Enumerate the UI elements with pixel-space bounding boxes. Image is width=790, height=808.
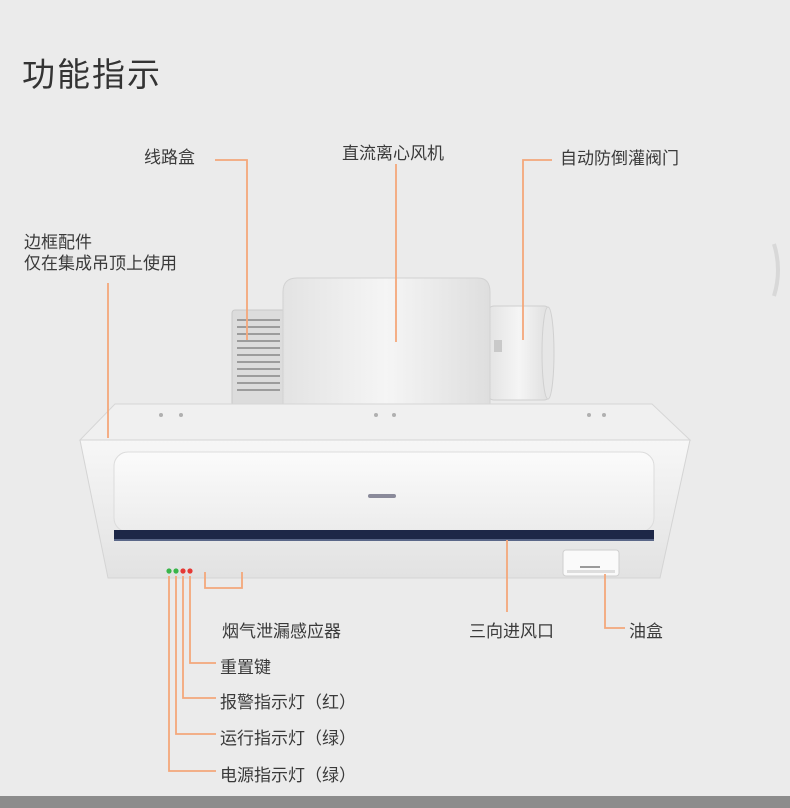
alarm-light-label: 报警指示灯（红） <box>220 693 356 713</box>
dc-fan-label: 直流离心风机 <box>342 144 444 164</box>
oil-box-part <box>562 549 620 577</box>
frame-accessory-label: 边框配件 仅在集成吊顶上使用 <box>24 233 177 275</box>
power-light-label: 电源指示灯（绿） <box>220 766 356 786</box>
page-title: 功能指示 <box>22 55 162 94</box>
indicator-leds <box>166 568 193 574</box>
front-frame-part <box>79 439 691 579</box>
air-inlet-label: 三向进风口 <box>469 622 554 642</box>
wiring-box-part <box>231 309 288 407</box>
run-light-label: 运行指示灯（绿） <box>220 729 356 749</box>
backflow-valve-label: 自动防倒灌阀门 <box>560 149 679 169</box>
frame-accessory-line1: 边框配件 <box>24 233 92 253</box>
fan-housing-part <box>282 277 491 405</box>
valve-part <box>487 305 555 401</box>
footer-bar <box>0 796 790 808</box>
edge-fragment <box>772 243 780 297</box>
oil-box-label: 油盒 <box>629 622 663 642</box>
frame-accessory-line2: 仅在集成吊顶上使用 <box>24 254 177 274</box>
reset-key-label: 重置键 <box>220 658 271 678</box>
leader-lines <box>107 159 625 772</box>
wiring-box-label: 线路盒 <box>144 148 195 168</box>
body-tray-part <box>78 403 692 441</box>
gas-sensor-label: 烟气泄漏感应器 <box>222 622 341 642</box>
